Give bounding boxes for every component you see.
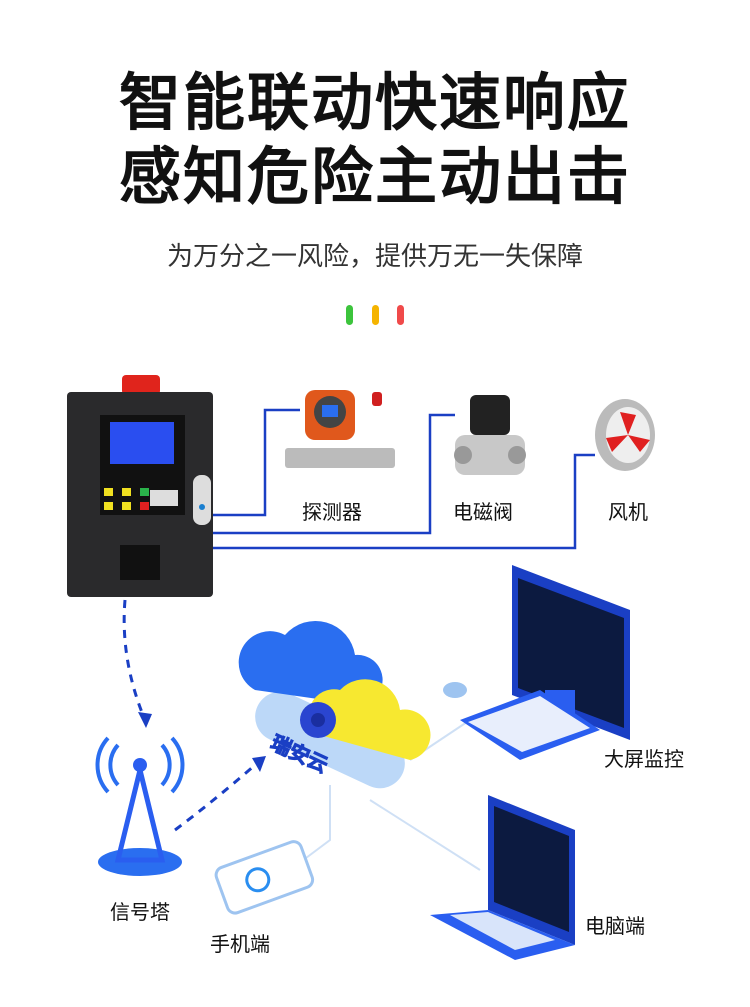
headline-line1: 智能联动快速响应 [118, 66, 631, 139]
dashed-link-tower-cloud [174, 763, 256, 832]
dashed-link-controller-tower [122, 599, 147, 721]
axial-fan-image [595, 399, 655, 471]
laptop-image [430, 795, 575, 960]
alarm-controller-image [67, 375, 213, 597]
connection-lines [213, 408, 595, 550]
green-indicator [346, 305, 353, 325]
big-screen-label: 大屏监控 [604, 747, 684, 771]
valve-label: 电磁阀 [453, 500, 513, 524]
red-indicator [397, 305, 404, 325]
smartphone-image [214, 840, 315, 915]
gas-detector-image [285, 390, 395, 468]
tower-label: 信号塔 [110, 900, 170, 924]
detector-label: 探测器 [302, 500, 362, 524]
fan-label: 风机 [608, 500, 648, 524]
headline-line2: 感知危险主动出击 [118, 140, 631, 213]
computer-label: 电脑端 [585, 914, 645, 938]
cloud-platform-image [238, 620, 431, 789]
solenoid-valve-image [454, 395, 526, 475]
monitor-screen-image [443, 565, 630, 760]
phone-label: 手机端 [210, 932, 270, 956]
yellow-indicator [372, 305, 379, 325]
signal-tower-image [95, 736, 185, 876]
subtitle: 为万分之一风险，提供万无一失保障 [166, 242, 583, 272]
